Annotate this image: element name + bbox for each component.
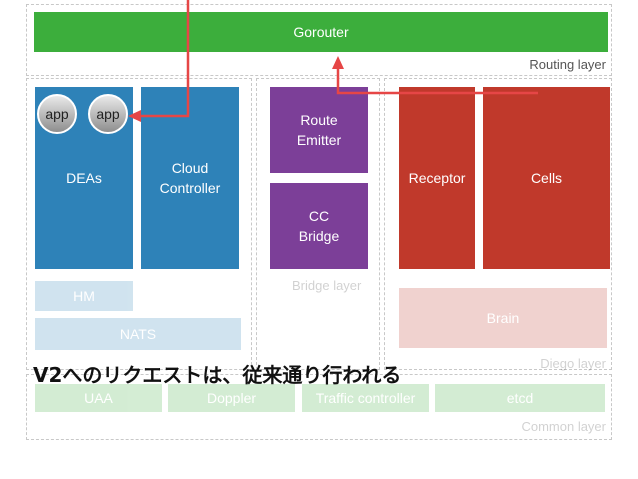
receptor-box: Receptor — [399, 87, 475, 269]
nats-box: NATS — [35, 318, 241, 350]
etcd-box: etcd — [435, 384, 605, 412]
deas-label: DEAs — [66, 169, 102, 186]
uaa-box: UAA — [35, 384, 162, 412]
nats-label: NATS — [119, 325, 157, 342]
app-label-2: app — [96, 106, 120, 122]
request-message: V2へのリクエストは、従来通り行われる — [33, 363, 402, 387]
bridge-layer-label: Bridge layer — [292, 278, 362, 293]
receptor-label: Receptor — [408, 169, 466, 186]
common-layer-outline — [26, 374, 612, 440]
app-instance-2: app — [88, 94, 128, 134]
doppler-label: Doppler — [206, 389, 257, 406]
hm-box: HM — [35, 281, 133, 311]
doppler-box: Doppler — [168, 384, 295, 412]
request-arrowhead-diego — [332, 56, 344, 69]
traffic-controller-label: Traffic controller — [315, 389, 416, 406]
cc-bridge-box: CC Bridge — [270, 183, 368, 269]
cells-label: Cells — [530, 169, 563, 186]
cloud-controller-box: Cloud Controller — [141, 87, 239, 269]
app-label-1: app — [45, 106, 69, 122]
bridge-layer-outline — [256, 78, 380, 370]
gorouter-box: Gorouter — [34, 12, 608, 52]
route-emitter-box: Route Emitter — [270, 87, 368, 173]
cloud-controller-label: Cloud Controller — [159, 159, 221, 196]
cells-box: Cells — [483, 87, 610, 269]
request-arrow-v2 — [140, 0, 190, 118]
gorouter-label: Gorouter — [293, 23, 349, 40]
uaa-label: UAA — [84, 389, 113, 406]
etcd-label: etcd — [506, 389, 534, 406]
routing-layer-outline — [26, 4, 612, 76]
request-arrowhead-v2 — [128, 110, 141, 122]
traffic-controller-box: Traffic controller — [302, 384, 429, 412]
routing-layer-label: Routing layer — [529, 57, 606, 72]
diego-layer-label: Diego layer — [540, 356, 606, 371]
hm-label: HM — [73, 287, 95, 304]
request-arrow-diego — [336, 68, 538, 95]
brain-box: Brain — [399, 288, 607, 348]
common-layer-label: Common layer — [521, 419, 606, 434]
route-emitter-label: Route Emitter — [296, 111, 342, 148]
brain-label: Brain — [486, 309, 520, 326]
diego-layer-outline — [384, 78, 612, 370]
app-instance-1: app — [37, 94, 77, 134]
dea-layer-outline — [26, 78, 252, 370]
cc-bridge-label: CC Bridge — [298, 207, 340, 244]
